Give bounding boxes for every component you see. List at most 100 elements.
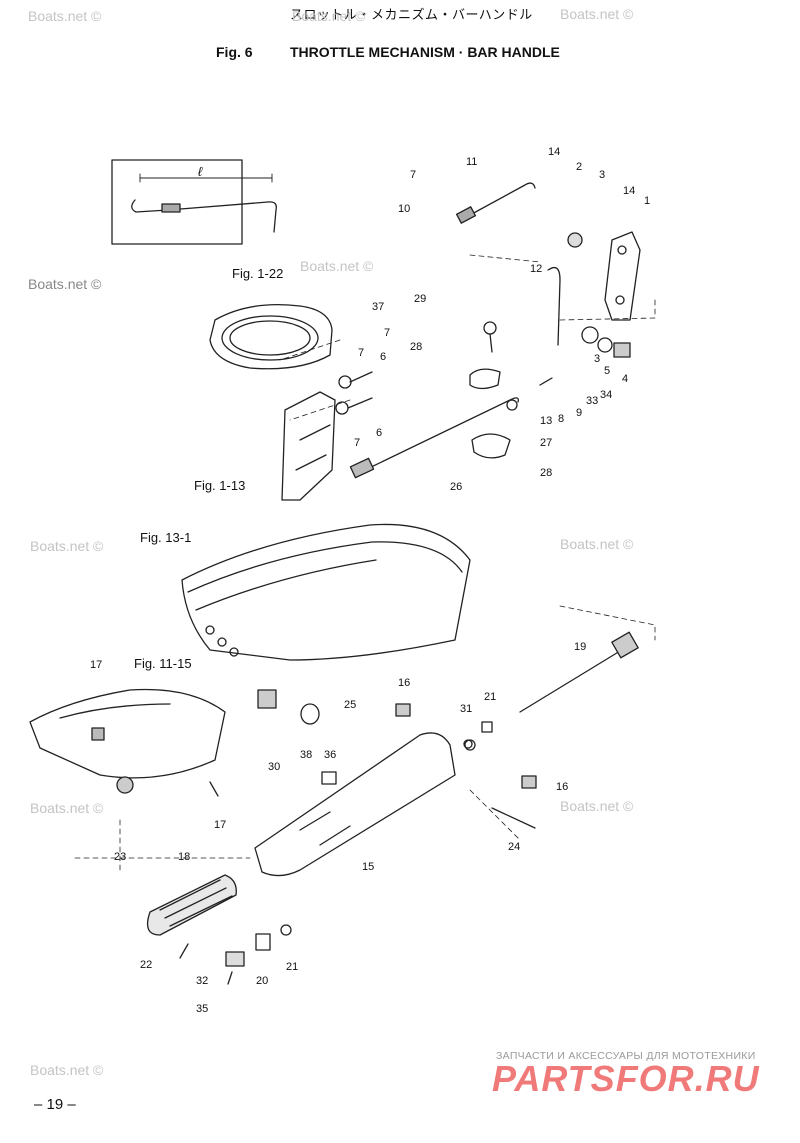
fig-ref-13-1: Fig. 13-1 (140, 530, 192, 545)
mount-ring (209, 303, 333, 370)
japanese-title: スロットル・メカニズム・バーハンドル (290, 8, 533, 23)
part-callout-33: 33 (586, 395, 598, 407)
part-callout-7: 7 (358, 347, 364, 359)
part-callout-1: 1 (644, 195, 650, 207)
part-callout-16: 16 (556, 781, 568, 793)
pin-24 (491, 807, 536, 829)
part-callout-37: 37 (372, 301, 384, 313)
part-callout-7: 7 (384, 327, 390, 339)
part-callout-6: 6 (376, 427, 382, 439)
bolt-6a (349, 371, 373, 383)
part-callout-28: 28 (410, 341, 422, 353)
inset-rod (131, 199, 277, 233)
part-callout-3: 3 (599, 169, 605, 181)
knob-23 (116, 776, 134, 794)
part-callout-30: 30 (268, 761, 280, 773)
cap-30 (257, 689, 277, 709)
throttle-shaft-19 (519, 647, 626, 713)
steering-bracket (29, 688, 226, 779)
part-callout-14: 14 (623, 185, 635, 197)
knob-16b (521, 775, 537, 789)
watermark: Boats.net © (560, 798, 634, 814)
part-callout-35: 35 (196, 1003, 208, 1015)
part-callout-27: 27 (540, 437, 552, 449)
brand-logo: PARTSFOR.RU (492, 1058, 760, 1099)
part-callout-21: 21 (484, 691, 496, 703)
screw-35 (227, 971, 233, 985)
part-callout-29: 29 (414, 293, 426, 305)
part-callout-17: 17 (90, 659, 102, 671)
part-callout-17: 17 (214, 819, 226, 831)
part-callout-20: 20 (256, 975, 268, 987)
nut-7b (335, 401, 349, 415)
nut-4 (613, 342, 631, 358)
bar-handle-15 (254, 732, 456, 877)
part-callout-3: 3 (594, 353, 600, 365)
part-callout-13: 13 (540, 415, 552, 427)
knob-17b (209, 781, 219, 797)
bolt-6b (347, 397, 373, 409)
lower-cowling (181, 523, 471, 661)
nut-3 (581, 326, 599, 344)
page-title: THROTTLE MECHANISM · BAR HANDLE (290, 44, 560, 60)
washer-5 (597, 337, 613, 353)
fig-ref-1-22: Fig. 1-22 (232, 266, 284, 281)
link-rod-12 (547, 266, 561, 346)
watermark: Boats.net © (28, 8, 102, 24)
collar-32 (225, 951, 245, 967)
part-callout-16: 16 (398, 677, 410, 689)
figure-number: Fig. 6 (216, 44, 253, 60)
part-callout-38: 38 (300, 749, 312, 761)
watermark: Boats.net © (300, 258, 374, 274)
part-callout-8: 8 (558, 413, 564, 425)
part-callout-12: 12 (530, 263, 542, 275)
pivot-13 (506, 399, 518, 411)
part-callout-24: 24 (508, 841, 520, 853)
collar-2 (567, 232, 583, 248)
page-number: – 19 – (34, 1096, 76, 1113)
part-callout-6: 6 (380, 351, 386, 363)
watermark: Boats.net © (30, 800, 104, 816)
watermark: Boats.net © (28, 276, 102, 292)
part-callout-10: 10 (398, 203, 410, 215)
part-callout-34: 34 (600, 389, 612, 401)
watermark: Boats.net © (30, 538, 104, 554)
part-callout-7: 7 (354, 437, 360, 449)
nut-7a (338, 375, 352, 389)
part-callout-23: 23 (114, 851, 126, 863)
part-callout-22: 22 (140, 959, 152, 971)
throttle-rod-11 (469, 182, 536, 216)
grommet-38 (300, 703, 320, 725)
knob-16a (395, 703, 411, 717)
brand-tagline: ЗАПЧАСТИ И АКСЕССУАРЫ ДЛЯ МОТОТЕХНИКИ (496, 1050, 756, 1062)
bush-20 (255, 933, 271, 951)
watermark: Boats.net © (30, 1062, 104, 1078)
part-callout-36: 36 (324, 749, 336, 761)
part-callout-28: 28 (540, 467, 552, 479)
part-callout-7: 7 (410, 169, 416, 181)
part-callout-11: 11 (466, 156, 477, 168)
bolt-8 (539, 377, 553, 386)
screw-21a (481, 721, 493, 733)
part-callout-5: 5 (604, 365, 610, 377)
part-callout-14: 14 (548, 146, 560, 158)
clamp-28-lower (471, 433, 511, 459)
part-callout-31: 31 (460, 703, 472, 715)
rod-inset-box (111, 159, 243, 245)
screw-21b (280, 924, 292, 936)
part-callout-18: 18 (178, 851, 190, 863)
knob-17a (91, 727, 105, 741)
part-callout-4: 4 (622, 373, 628, 385)
part-callout-2: 2 (576, 161, 582, 173)
part-callout-25: 25 (344, 699, 356, 711)
watermark: Boats.net © (560, 536, 634, 552)
screw-22 (179, 943, 189, 959)
fig-ref-11-15: Fig. 11-15 (134, 656, 192, 671)
fig-ref-1-13: Fig. 1-13 (194, 478, 246, 493)
inset-length-label: ℓ (198, 164, 203, 179)
watermark: Boats.net © (292, 8, 366, 24)
part-callout-15: 15 (362, 861, 374, 873)
assembly-guide-lines (74, 254, 656, 871)
